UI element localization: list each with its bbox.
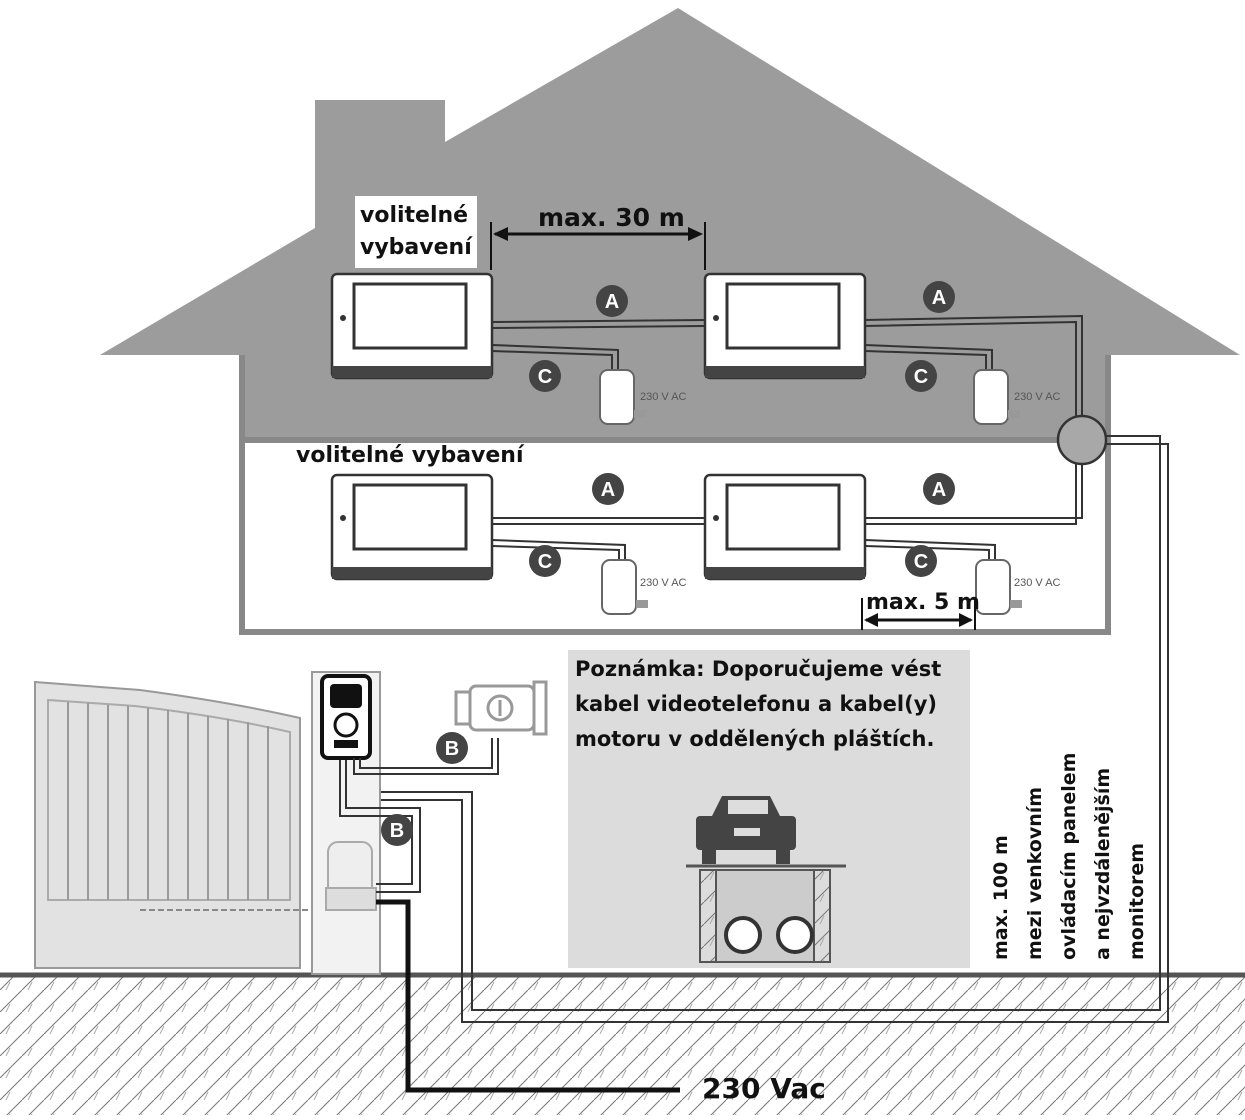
note-box: Poznámka: Doporučujeme vést kabel videot… (568, 650, 970, 968)
optional-label-top-line2: vybavení (360, 235, 473, 260)
svg-text:A: A (601, 479, 615, 501)
max-100-line-2: mezi venkovním (1024, 787, 1046, 960)
junction-box (1056, 414, 1108, 466)
house-lower-floor (239, 355, 1111, 635)
ground (0, 972, 1245, 1115)
max-100-line-5: monitorem (1126, 843, 1148, 960)
monitor-bottom-left (330, 473, 494, 581)
badge-a-1: A (596, 285, 628, 317)
svg-text:B: B (445, 738, 459, 760)
svg-text:C: C (914, 551, 928, 573)
power-adapter-4-label: 230 V AC (1014, 577, 1061, 589)
gate-motor (325, 841, 377, 911)
max-100-line-3: ovládacím panelem (1058, 753, 1080, 960)
power-adapter-1-label: 230 V AC (640, 391, 687, 403)
electric-lock (454, 680, 548, 736)
cable-c-lines (491, 344, 996, 562)
badge-b-1: B (436, 732, 468, 764)
svg-text:B: B (390, 820, 404, 842)
badge-c-2: C (905, 360, 937, 392)
car-icon (696, 796, 796, 864)
svg-text:C: C (538, 366, 552, 388)
monitor-top-left (330, 272, 494, 380)
cable-a-lines (491, 314, 1083, 525)
svg-text:C: C (538, 551, 552, 573)
svg-text:A: A (605, 291, 619, 313)
power-adapter-2: 230 V AC (973, 369, 1061, 425)
max-100-line-4: a nejvzdálenějším (1092, 768, 1114, 960)
svg-text:A: A (932, 479, 946, 501)
optional-label-top: volitelné vybavení (355, 196, 477, 268)
optional-label-top-line1: volitelné (360, 203, 468, 228)
badge-c-3: C (529, 545, 561, 577)
mains-label: 230 Vac (702, 1072, 826, 1105)
badge-c-1: C (529, 360, 561, 392)
badge-a-2: A (923, 281, 955, 313)
dimension-max-30: max. 30 m (490, 203, 706, 270)
dimension-max-30-label: max. 30 m (538, 203, 685, 232)
monitor-bottom-right (703, 473, 867, 581)
power-adapter-4: 230 V AC (975, 559, 1061, 615)
outdoor-panel (320, 674, 372, 760)
badge-b-2: B (381, 814, 413, 846)
optional-label-second: volitelné vybavení (296, 443, 525, 468)
note-line-3: motoru v oddělených pláštích. (575, 727, 934, 751)
trench-illustration (686, 864, 846, 963)
monitor-top-right (703, 272, 867, 380)
cable-b-lines (339, 738, 499, 893)
mains-cable: 230 Vac (376, 899, 826, 1105)
max-100-line-1: max. 100 m (990, 835, 1012, 960)
note-line-2: kabel videotelefonu a kabel(y) (575, 692, 937, 716)
power-adapter-1: 230 V AC (599, 369, 687, 425)
power-adapter-2-label: 230 V AC (1014, 391, 1061, 403)
gate (34, 680, 330, 969)
max-100-note: max. 100 m mezi venkovním ovládacím pane… (990, 753, 1148, 960)
badge-a-3: A (592, 473, 624, 505)
dimension-max-5: max. 5 m (861, 590, 980, 630)
badge-c-4: C (905, 545, 937, 577)
power-adapter-3-label: 230 V AC (640, 577, 687, 589)
note-line-1: Poznámka: Doporučujeme vést (575, 657, 941, 681)
power-adapter-3: 230 V AC (601, 559, 687, 615)
badge-a-4: A (923, 473, 955, 505)
svg-text:A: A (932, 287, 946, 309)
dimension-max-5-label: max. 5 m (866, 590, 980, 615)
svg-text:C: C (914, 366, 928, 388)
